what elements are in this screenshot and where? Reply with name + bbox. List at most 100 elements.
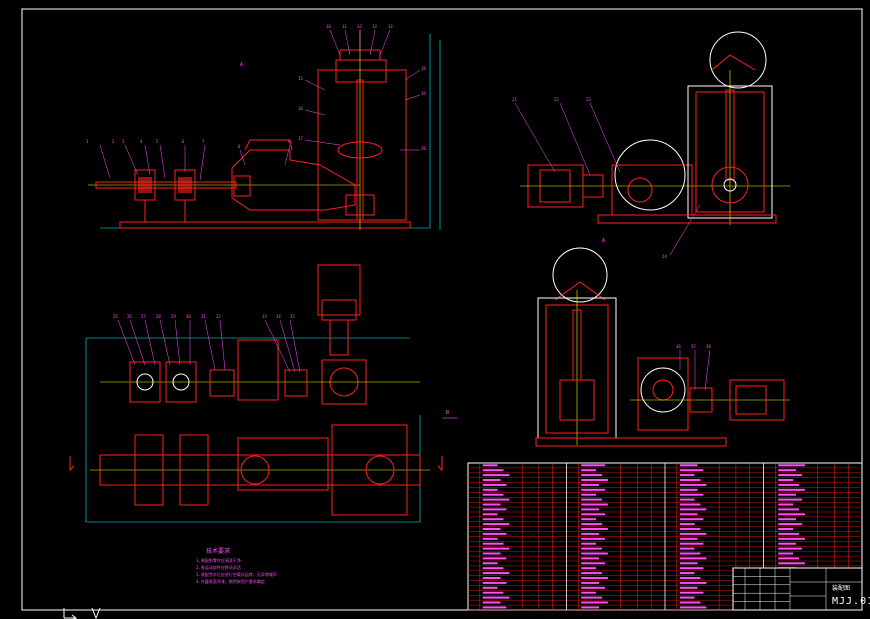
svg-text:21: 21 (512, 97, 517, 102)
parts-list-cell-text (679, 596, 695, 599)
parts-list-cell-text (679, 488, 698, 491)
parts-list-cell-text (679, 493, 704, 496)
parts-list-cell-text (679, 567, 704, 570)
svg-text:3: 3 (122, 139, 125, 144)
svg-text:33: 33 (262, 314, 267, 319)
drawing-title: 装配图 (832, 585, 851, 592)
parts-list-cell-text (482, 483, 507, 486)
parts-list-cell-text (679, 577, 701, 579)
parts-list-cell-text (482, 577, 501, 579)
parts-list-cell-text (581, 518, 597, 521)
technical-notes-heading: 技术要求 (206, 548, 231, 555)
svg-text:16: 16 (298, 106, 303, 111)
svg-text:26: 26 (127, 314, 132, 319)
parts-list-cell-text (482, 581, 507, 584)
parts-list-cell-text (679, 474, 695, 477)
parts-list-cell-text (581, 474, 602, 477)
technical-note: 1.装配前零件应清洗干净 (196, 558, 241, 563)
parts-list-cell-text (482, 557, 507, 560)
parts-list-cell-text (581, 488, 605, 491)
parts-list-cell-text (482, 464, 498, 467)
svg-text:6: 6 (182, 139, 185, 144)
parts-list-cell-text (679, 601, 701, 604)
parts-list-cell-text (778, 518, 797, 521)
parts-list-cell-text (778, 523, 802, 526)
svg-text:24: 24 (662, 254, 667, 259)
parts-list-cell-text (778, 474, 802, 477)
parts-list-cell-text (679, 537, 698, 540)
parts-list-cell-text (778, 562, 805, 565)
parts-list-cell-text (581, 552, 608, 555)
view-mark: B (446, 410, 450, 416)
parts-list-cell-text (679, 591, 704, 594)
parts-list-cell-text (581, 493, 597, 496)
parts-list-cell-text (679, 498, 695, 501)
parts-list-cell-text (482, 537, 498, 540)
parts-list-cell-text (581, 464, 605, 467)
parts-list-cell-text (482, 542, 504, 545)
parts-list-cell-text (581, 591, 597, 594)
svg-text:2: 2 (112, 139, 115, 144)
ucs-icon (63, 607, 101, 619)
parts-list-cell-text (482, 552, 501, 555)
parts-list-cell-text (778, 552, 794, 555)
parts-list-cell-text (778, 464, 805, 467)
parts-list-cell-text (778, 557, 799, 560)
parts-list-cell-text (482, 528, 501, 530)
svg-text:22: 22 (554, 97, 559, 102)
parts-list-table (467, 462, 863, 611)
parts-list-cell-text (679, 464, 698, 467)
parts-list-cell-text (778, 508, 799, 511)
title-block (732, 567, 863, 611)
svg-text:1: 1 (86, 139, 89, 144)
parts-list-cell-text (482, 488, 498, 491)
parts-list-cell-text (581, 479, 608, 481)
parts-list-cell-text (581, 581, 600, 584)
parts-list-cell-text (679, 532, 707, 535)
parts-list-cell-text (581, 498, 602, 501)
technical-note: 2.各运动部件应转动灵活 (196, 565, 241, 570)
parts-list-cell-text (778, 542, 797, 545)
svg-text:10: 10 (326, 24, 331, 29)
parts-list-cell-text (679, 552, 701, 555)
parts-list-cell-text (482, 503, 501, 506)
parts-list-cell-text (581, 503, 608, 506)
parts-list-cell-text (679, 483, 707, 486)
parts-list-cell-text (581, 547, 602, 550)
parts-list-cell-text (482, 572, 510, 575)
svg-text:20: 20 (421, 146, 426, 151)
parts-list-cell-text (482, 498, 510, 501)
parts-list-cell-text (482, 469, 504, 472)
parts-list-cell-text (482, 562, 498, 565)
parts-list-cell-text (581, 469, 597, 472)
parts-list-cell-text (581, 601, 608, 604)
parts-list-cell-text (482, 518, 504, 521)
parts-list-cell-text (581, 508, 600, 511)
svg-text:15: 15 (298, 76, 303, 81)
svg-text:32: 32 (216, 314, 221, 319)
parts-list-cell-text (778, 513, 805, 516)
technical-note: 3.装配完毕后应进行空载试运转，无异常噪声 (196, 572, 277, 577)
parts-list-cell-text (778, 498, 802, 501)
svg-text:34: 34 (276, 314, 281, 319)
parts-list-cell-text (482, 591, 504, 594)
parts-list-cell-text (482, 586, 498, 589)
parts-list-cell-text (778, 493, 797, 496)
svg-text:28: 28 (156, 314, 161, 319)
parts-list-cell-text (679, 479, 701, 481)
svg-text:30: 30 (186, 314, 191, 319)
parts-list-cell-text (679, 503, 701, 506)
svg-text:23: 23 (586, 97, 591, 102)
parts-list-cell-text (581, 562, 605, 565)
parts-list-cell-text (679, 508, 707, 511)
parts-list-cell-text (482, 596, 510, 599)
parts-list-cell-text (482, 508, 507, 511)
svg-text:9: 9 (288, 139, 291, 144)
parts-list-cell-text (679, 572, 695, 575)
parts-list-cell-text (679, 562, 698, 565)
parts-list-cell-text (679, 557, 707, 560)
svg-text:18: 18 (421, 66, 426, 71)
